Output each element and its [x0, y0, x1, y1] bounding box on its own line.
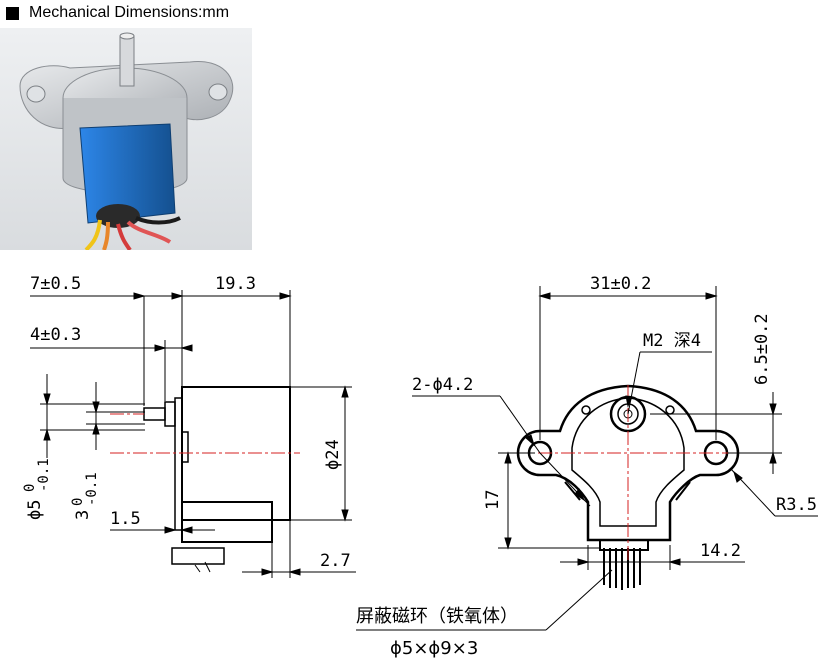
dim-17-label: 17 [483, 490, 503, 510]
dim-1-5-label: 1.5 [110, 509, 141, 529]
dim-3-label: 3 [73, 510, 93, 520]
dim-3-tol-lower: -0.1 [84, 472, 100, 506]
front-view [356, 286, 818, 631]
dim-phi24-label: ϕ24 [323, 439, 343, 470]
ferrite-note-line2: ϕ5×ϕ9×3 [390, 638, 478, 659]
square-bullet-icon [6, 6, 19, 20]
dim-14-2-label: 14.2 [700, 541, 741, 561]
dim-7-label: 7±0.5 [30, 274, 81, 294]
dim-r3-5-label: R3.5 [776, 495, 817, 515]
dim-31-label: 31±0.2 [590, 274, 651, 294]
dim-6-5-label: 6.5±0.2 [752, 313, 772, 385]
section-header: Mechanical Dimensions:mm [6, 2, 229, 24]
dim-m2-label: M2 深4 [643, 331, 701, 351]
dim-2phi4-2-label: 2-ϕ4.2 [412, 375, 473, 395]
dim-19-3-label: 19.3 [215, 274, 256, 294]
dim-phi5-tol-lower: -0.1 [36, 458, 52, 492]
dim-phi5-tol-upper: 0 [22, 484, 38, 492]
dim-4-label: 4±0.3 [30, 325, 81, 345]
motor-photo [0, 28, 252, 250]
side-view [30, 290, 356, 578]
dim-phi5-label: ϕ5 [25, 500, 45, 520]
ferrite-note-line1: 屏蔽磁环（铁氧体） [356, 606, 518, 627]
dim-2-7-label: 2.7 [320, 551, 351, 571]
section-title: Mechanical Dimensions:mm [29, 4, 230, 21]
dim-3-tol-upper: 0 [70, 498, 86, 506]
